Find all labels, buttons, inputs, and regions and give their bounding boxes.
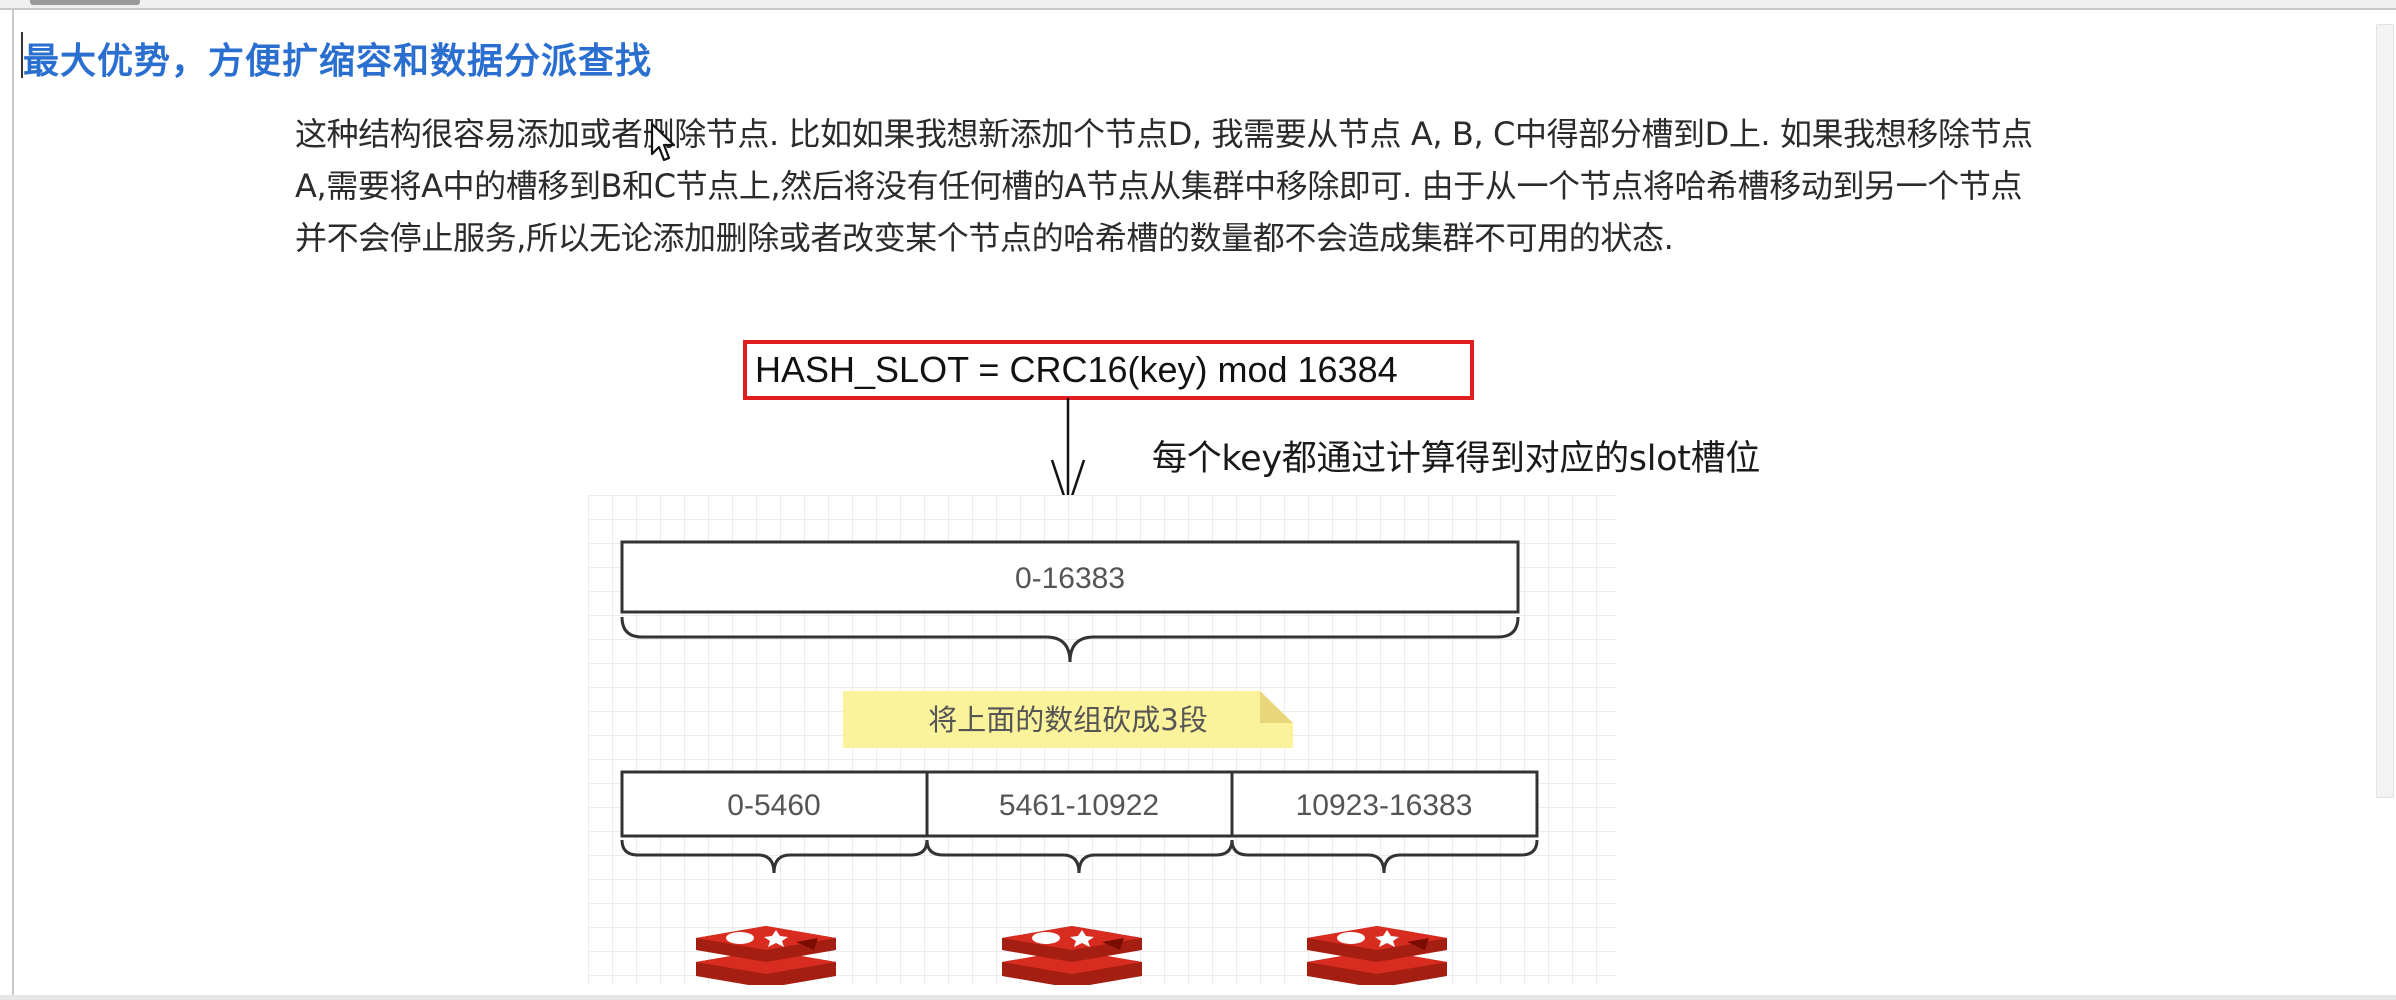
paragraph-line-1: 这种结构很容易添加或者删除节点. 比如如果我想新添加个节点D, 我需要从节点 A… bbox=[295, 115, 2033, 153]
scrollbar-thumb[interactable] bbox=[2376, 24, 2394, 798]
redis-logo-icon bbox=[1307, 926, 1447, 985]
slot-diagram: 0-16383 将上面的数组砍成3段 0-5460 5461-10922 109… bbox=[588, 495, 1616, 985]
description-paragraph: 这种结构很容易添加或者删除节点. 比如如果我想新添加个节点D, 我需要从节点 A… bbox=[295, 108, 2095, 264]
mouse-cursor-icon bbox=[650, 122, 676, 162]
redis-logo-icon bbox=[1002, 926, 1142, 985]
split-note-text: 将上面的数组砍成3段 bbox=[928, 703, 1207, 737]
split-note: 将上面的数组砍成3段 bbox=[843, 691, 1293, 748]
segment-brace-1 bbox=[620, 839, 929, 874]
window-top-strip bbox=[0, 0, 2396, 10]
segment-label-2: 5461-10922 bbox=[999, 789, 1159, 822]
segment-box-3 bbox=[1230, 770, 1539, 838]
full-range-box bbox=[620, 540, 1520, 614]
segment-brace-2 bbox=[925, 839, 1234, 874]
slot-diagram-svg: 0-16383 将上面的数组砍成3段 0-5460 5461-10922 109… bbox=[620, 540, 1539, 985]
redis-logo-icon bbox=[696, 926, 836, 985]
segment-label-3: 10923-16383 bbox=[1296, 789, 1473, 822]
slot-caption: 每个key都通过计算得到对应的slot槽位 bbox=[1152, 439, 1761, 479]
hash-slot-formula-box: HASH_SLOT = CRC16(key) mod 16384 bbox=[743, 340, 1474, 400]
full-range-brace bbox=[620, 616, 1520, 663]
paragraph-line-2: A,需要将A中的槽移到B和C节点上,然后将没有任何槽的A节点从集群中移除即可. … bbox=[295, 167, 2023, 205]
vertical-scrollbar[interactable] bbox=[2374, 10, 2396, 998]
full-range-label: 0-16383 bbox=[1015, 562, 1125, 595]
section-heading: 最大优势，方便扩缩容和数据分派查找 bbox=[23, 40, 653, 82]
paragraph-line-3: 并不会停止服务,所以无论添加删除或者改变某个节点的哈希槽的数量都不会造成集群不可… bbox=[295, 219, 1674, 257]
text-caret bbox=[21, 32, 23, 78]
segment-box-1 bbox=[620, 770, 929, 838]
segment-box-2 bbox=[925, 770, 1234, 838]
segment-label-1: 0-5460 bbox=[727, 789, 820, 822]
window-bottom-strip bbox=[0, 995, 2396, 1000]
segment-brace-3 bbox=[1230, 839, 1539, 874]
